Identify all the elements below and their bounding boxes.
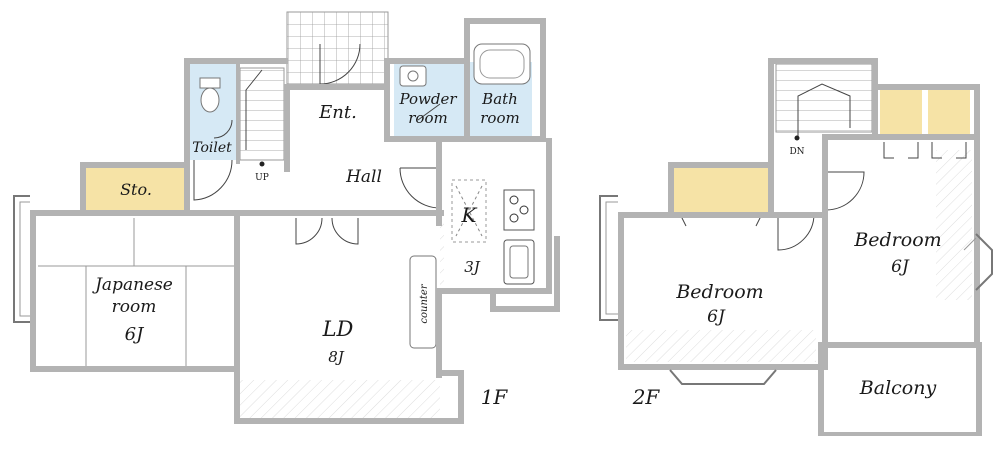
porch-tiles	[286, 11, 389, 85]
walls-1f	[30, 18, 560, 424]
toilet-fixture	[199, 77, 221, 89]
counter-label: counter	[419, 283, 430, 323]
stairs-1f	[239, 67, 285, 161]
kitchen-hob	[503, 189, 535, 231]
balcony-label: Balcony	[859, 377, 937, 399]
powder-room-label-line2: room	[408, 109, 447, 127]
first-floor-label: 1F	[481, 385, 509, 409]
stairs-down-label: DN	[789, 147, 804, 157]
bath-room-label-line1: Bath	[481, 90, 518, 108]
bath-room-label-line2: room	[480, 109, 519, 127]
kitchen-size-label: 3J	[464, 258, 481, 276]
stairs-2f	[775, 63, 873, 133]
kitchen-sink	[503, 239, 535, 285]
japanese-room-label-line1: Japanese	[92, 275, 173, 295]
bedroom-right-label: Bedroom	[853, 229, 941, 251]
storage-label: Sto.	[120, 180, 152, 199]
first-floor-plan: Ent. Powder room Bath room Toilet UP Hal…	[13, 11, 560, 424]
second-floor-plan: DN Bedroom 6J Bedroom 6J Balcony 2F	[599, 58, 993, 436]
closet-left-2f	[674, 168, 768, 212]
japanese-room-size-label: 6J	[125, 324, 145, 345]
living-label: LD	[322, 317, 354, 341]
living-size-label: 8J	[328, 348, 345, 366]
hall-label: Hall	[345, 167, 382, 187]
kitchen-label: K	[461, 203, 478, 227]
closet-right-a-2f	[880, 90, 922, 134]
powder-room-label-line1: Powder	[398, 90, 457, 108]
walls-2f	[618, 58, 982, 436]
powder-sink	[399, 65, 427, 87]
ent-label: Ent.	[318, 102, 357, 123]
tatami-lines	[38, 218, 236, 366]
bedroom-left-label: Bedroom	[675, 281, 763, 303]
second-floor-label: 2F	[632, 385, 661, 409]
closet-right-b-2f	[928, 90, 970, 134]
japanese-room-label-line2: room	[112, 297, 157, 317]
bathtub	[473, 43, 531, 85]
toilet-label: Toilet	[192, 140, 232, 156]
storage-area	[86, 168, 185, 212]
stairs-up-label: UP	[255, 173, 269, 183]
bedroom-right-size-label: 6J	[891, 257, 910, 277]
bedroom-left-size-label: 6J	[707, 307, 726, 327]
